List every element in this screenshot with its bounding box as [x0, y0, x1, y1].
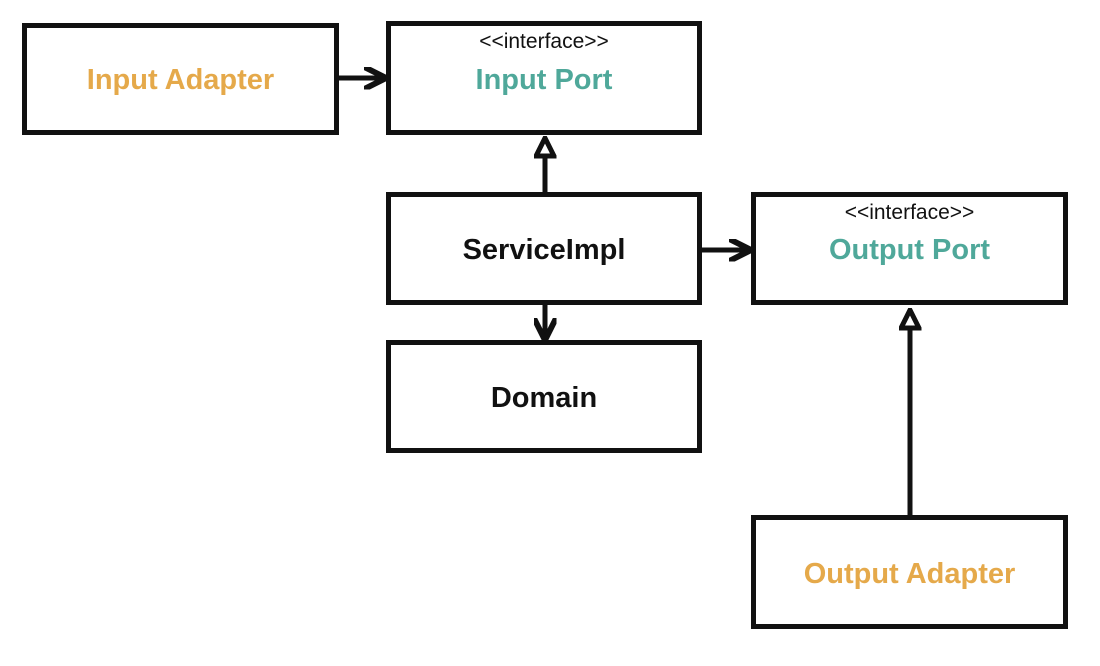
input-port-label: Input Port	[475, 64, 613, 96]
domain-label: Domain	[490, 382, 598, 414]
output-port-box: <<interface>> Output Port	[751, 192, 1068, 305]
output-port-stereotype: <<interface>>	[844, 201, 975, 224]
input-adapter-box: Input Adapter	[22, 23, 339, 135]
output-adapter-box: Output Adapter	[751, 515, 1068, 629]
input-port-box: <<interface>> Input Port	[386, 21, 702, 135]
input-adapter-label: Input Adapter	[86, 64, 275, 96]
output-adapter-label: Output Adapter	[803, 558, 1016, 590]
service-impl-label: ServiceImpl	[462, 234, 626, 266]
output-port-label: Output Port	[828, 234, 991, 266]
domain-box: Domain	[386, 340, 702, 453]
input-port-stereotype: <<interface>>	[479, 30, 609, 53]
service-impl-box: ServiceImpl	[386, 192, 702, 305]
